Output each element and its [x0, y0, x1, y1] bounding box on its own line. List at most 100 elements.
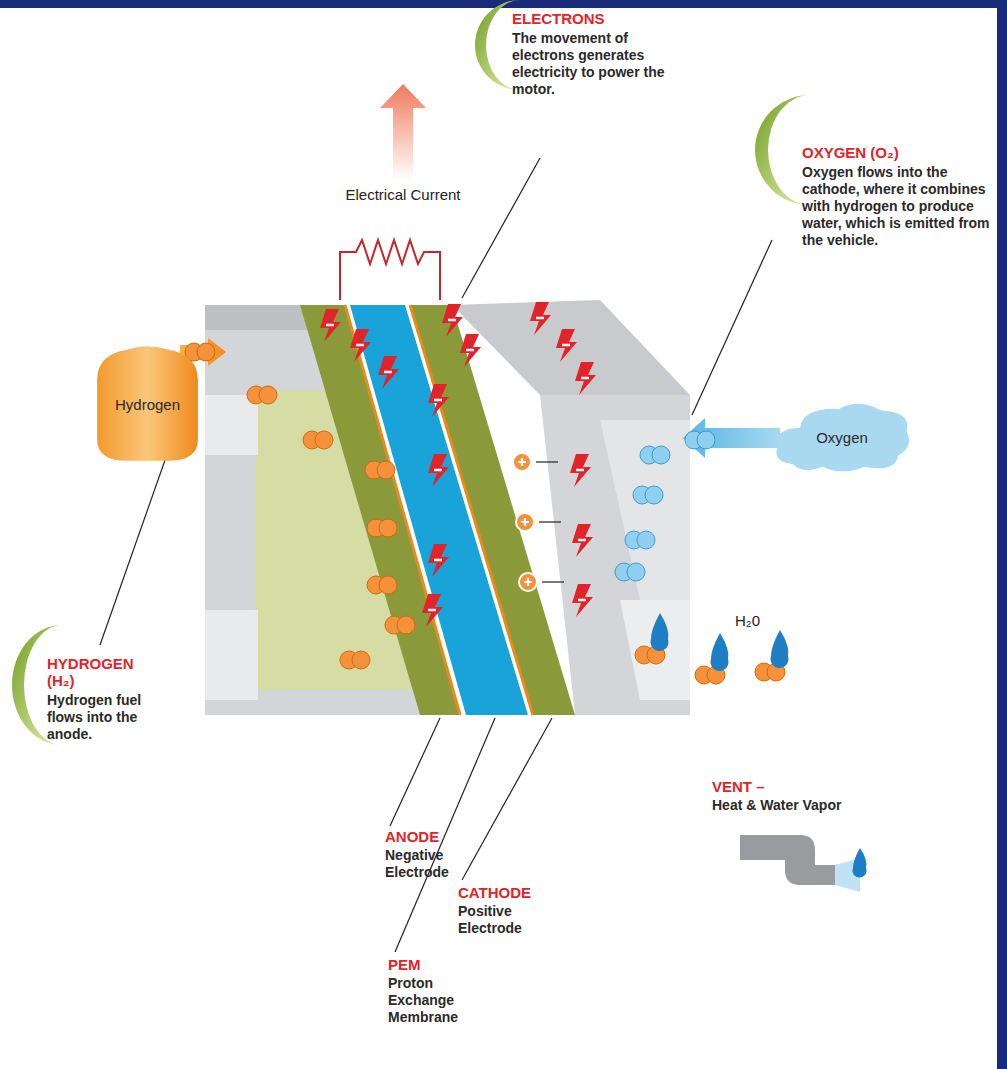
molecule — [303, 431, 333, 449]
vent-heading: VENT – — [712, 778, 862, 795]
minus-sign — [562, 344, 570, 347]
molecule — [640, 446, 670, 464]
part-name: CATHODE — [458, 884, 578, 901]
h2-outlet — [205, 610, 258, 700]
hydrogen-tank: Hydrogen — [95, 345, 200, 463]
electron — [428, 384, 449, 417]
minus-sign — [428, 609, 436, 612]
atom — [697, 431, 715, 449]
atom — [645, 486, 663, 504]
vent-pipe — [740, 835, 835, 885]
electron — [575, 362, 596, 395]
atom — [259, 386, 277, 404]
plus-sign — [524, 578, 532, 586]
electron-bolt — [575, 362, 596, 395]
molecule — [625, 531, 655, 549]
right-plate — [540, 395, 690, 715]
water-drop — [853, 848, 867, 878]
water-outlet — [620, 600, 690, 700]
current-label: Electrical Current — [340, 186, 466, 204]
molecule — [340, 651, 370, 669]
plus-sign — [518, 458, 526, 466]
callout-heading: HYDROGEN (H₂) — [47, 655, 147, 689]
node-text: Oxygen — [816, 429, 868, 446]
electron — [556, 329, 577, 362]
part-description: Positive Electrode — [458, 903, 548, 937]
h2-inlet — [205, 395, 258, 455]
molecule — [385, 616, 415, 634]
leader-line — [390, 718, 440, 826]
electron — [378, 356, 399, 389]
side-band — [997, 0, 1007, 1069]
atom — [627, 563, 645, 581]
callout-body: The movement of electrons generates elec… — [512, 30, 690, 98]
atom — [397, 616, 415, 634]
oxygen-arrow — [683, 418, 780, 458]
molecule — [367, 519, 397, 537]
electron-bolt — [428, 454, 449, 487]
water-drop — [651, 613, 669, 651]
molecule — [633, 486, 663, 504]
current-arrow — [380, 84, 426, 180]
electron — [570, 454, 591, 487]
proton-ball — [519, 573, 537, 591]
electron — [442, 304, 463, 337]
electron-bolt — [422, 594, 443, 627]
minus-sign — [434, 399, 442, 402]
molecule — [185, 343, 215, 361]
atom — [197, 343, 215, 361]
leader-line — [462, 718, 552, 880]
electron — [460, 334, 481, 367]
part-name: ANODE — [385, 828, 505, 845]
callout-body: Oxygen flows into the cathode, where it … — [802, 164, 992, 249]
atom — [637, 531, 655, 549]
part-name: PEM — [388, 956, 488, 973]
minus-sign — [581, 377, 589, 380]
flow-arrow — [536, 461, 558, 462]
electron-bolt — [460, 334, 481, 367]
electron — [572, 524, 593, 557]
electron-bolt — [320, 309, 341, 342]
minus-sign — [326, 324, 334, 327]
minus-sign — [576, 469, 584, 472]
water-drop — [771, 630, 789, 668]
atom — [377, 461, 395, 479]
callout-heading: OXYGEN (O₂) — [802, 144, 992, 161]
electron-bolt — [350, 329, 371, 362]
electron-bolt — [570, 454, 591, 487]
atom — [652, 446, 670, 464]
electron-bolt — [530, 302, 551, 335]
flow-arrow — [539, 521, 561, 522]
water-drop — [711, 633, 729, 671]
node-text: Hydrogen — [115, 396, 180, 413]
electron — [350, 329, 371, 362]
atom — [379, 519, 397, 537]
vent-description: Heat & Water Vapor — [712, 797, 932, 814]
electron — [530, 302, 551, 335]
electron — [428, 544, 449, 577]
electron — [422, 594, 443, 627]
electron-bolt — [572, 584, 593, 617]
minus-sign — [536, 317, 544, 320]
proton — [519, 573, 564, 591]
cloud-body — [776, 404, 909, 471]
electron-bolt — [442, 304, 463, 337]
proton-ball — [516, 513, 534, 531]
resistor-wire — [340, 240, 440, 300]
callout-body: Hydrogen fuel flows into the anode. — [47, 692, 165, 743]
water-label: H₂0 — [735, 612, 785, 630]
electron-bolt — [428, 544, 449, 577]
minus-sign — [578, 599, 586, 602]
minus-sign — [434, 559, 442, 562]
oxygen-cloud: Oxygen — [772, 398, 912, 476]
molecule — [685, 431, 715, 449]
atom — [352, 651, 370, 669]
leader-line — [692, 240, 772, 415]
right-plate-top — [452, 300, 690, 395]
molecule — [615, 563, 645, 581]
o2-channel — [600, 420, 690, 600]
proton — [513, 453, 558, 471]
molecule — [367, 576, 397, 594]
electron — [320, 309, 341, 342]
